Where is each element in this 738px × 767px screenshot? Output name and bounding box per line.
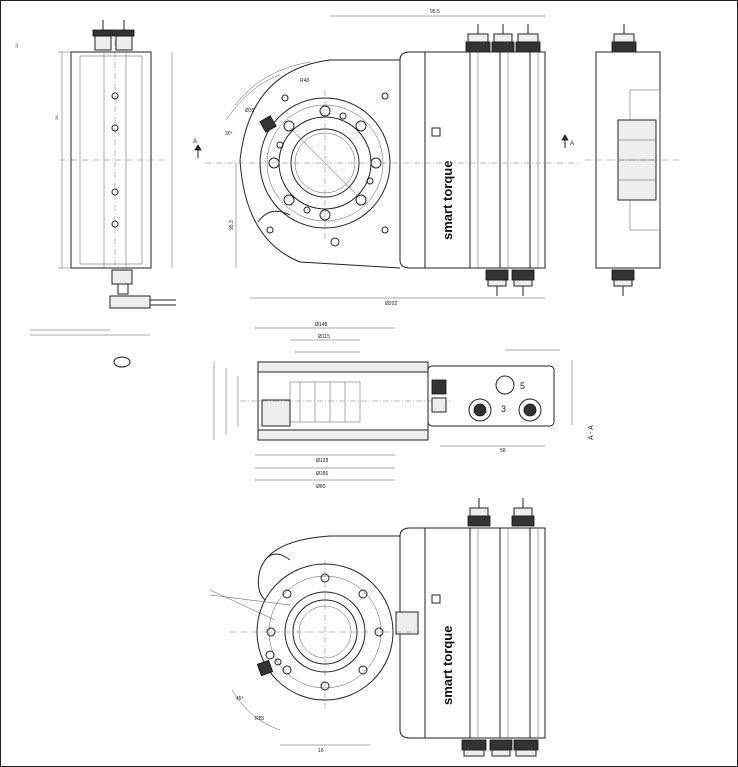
- svg-text:Ø128: Ø128: [316, 458, 328, 464]
- svg-text:Ø186: Ø186: [316, 471, 328, 477]
- bottom-top-connectors: [467, 498, 535, 527]
- svg-text:Ø80: Ø80: [316, 484, 326, 490]
- bottom-bottom-connectors: [461, 739, 539, 757]
- svg-text:58: 58: [500, 448, 506, 454]
- svg-text:Ø115: Ø115: [318, 334, 330, 340]
- left-top-connectors: [92, 20, 135, 51]
- svg-text:5: 5: [520, 381, 525, 391]
- motor-housing: [399, 51, 546, 269]
- front-view-bottom: smart torque 45° R85: [209, 498, 546, 757]
- connector-right: [518, 398, 542, 422]
- svg-text:Ø148: Ø148: [315, 322, 327, 328]
- svg-text:28: 28: [54, 115, 59, 120]
- motor-housing-bottom: [399, 527, 546, 739]
- dim-top-label: 95.5: [430, 9, 440, 15]
- svg-text:45°: 45°: [236, 696, 244, 702]
- svg-text:3: 3: [501, 404, 506, 414]
- front-top-connectors: [465, 24, 541, 53]
- svg-text:95.3: 95.3: [229, 220, 235, 230]
- connector-panel: [427, 365, 555, 427]
- section-marker-left: A: [193, 139, 197, 145]
- front-bottom-connectors: [485, 269, 535, 296]
- left-side-view: [30, 20, 176, 368]
- brand-logo-bottom: smart torque: [440, 626, 455, 705]
- brand-logo-top: smart torque: [440, 161, 455, 240]
- brand-mark-top: [431, 127, 441, 137]
- right-side-view: [585, 24, 680, 296]
- arm-outline: [239, 59, 401, 269]
- section-view-aa: Ø148 Ø115 Ø128 Ø186 Ø80 3 5 A - A: [213, 322, 595, 490]
- coupling-block: [395, 611, 419, 635]
- connector-left: [468, 398, 492, 422]
- section-marker-right: A: [570, 141, 574, 147]
- section-label: A - A: [588, 425, 595, 440]
- svg-text:R48: R48: [300, 78, 309, 84]
- svg-text:16: 16: [318, 748, 324, 754]
- cable-gland: [109, 295, 151, 309]
- front-view-top: 95.5 smart torque: [193, 9, 580, 307]
- note-top-left: 13: [14, 43, 19, 48]
- svg-text:30°: 30°: [225, 131, 233, 137]
- svg-text:R85: R85: [255, 716, 264, 722]
- svg-text:Ø202: Ø202: [385, 301, 397, 307]
- svg-text:Ø35: Ø35: [245, 108, 255, 114]
